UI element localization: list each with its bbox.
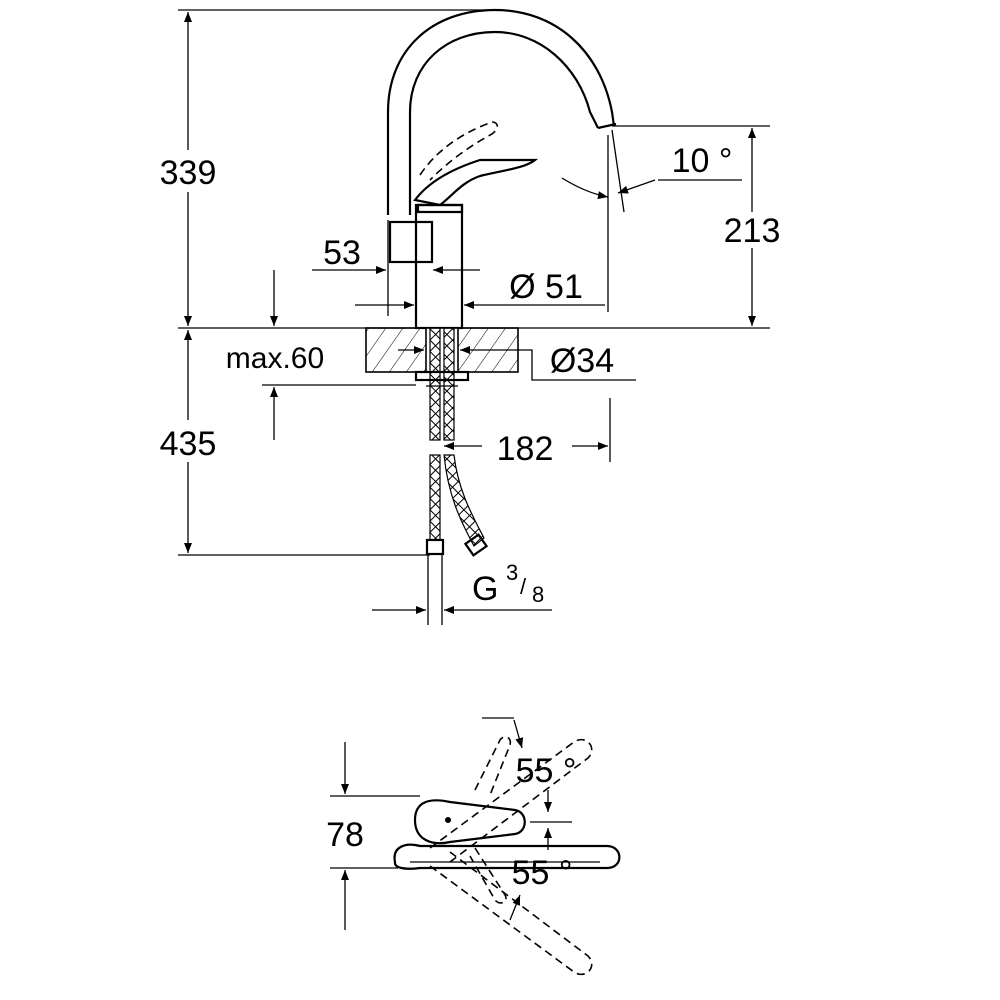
faucet-body — [414, 203, 464, 330]
lever-raised-top — [474, 736, 512, 796]
dim-spout-reach: 182 — [497, 430, 554, 468]
spout-outlet — [597, 122, 617, 130]
dim-total-height: 339 — [160, 154, 217, 192]
lever-top-view — [413, 799, 526, 845]
lever-housing — [388, 220, 434, 264]
dim-spout-angle: 10 ° — [672, 142, 733, 180]
hose-fitting-right — [463, 533, 489, 557]
dim-lever-offset: 53 — [323, 234, 361, 272]
dim-lever-depth: 78 — [326, 816, 364, 854]
thread-fraction-slash: / — [520, 574, 527, 599]
dim-spout-height: 213 — [724, 212, 781, 250]
dim-rotation-down: 55 ° — [512, 854, 573, 892]
dim-rotation-up: 55 ° — [516, 752, 577, 790]
dim-hole-diameter: Ø34 — [550, 342, 614, 380]
dim-max-deck-thickness: max.60 — [226, 342, 324, 375]
supply-hose-right-lower — [443, 454, 485, 547]
dim-body-diameter: Ø 51 — [509, 268, 583, 306]
spout-rotated-up — [429, 738, 593, 863]
lever-handle — [413, 158, 539, 207]
supply-hose-right-upper — [443, 327, 455, 441]
spout-gooseneck-inner — [408, 30, 599, 215]
dim-thread-numerator: 3 — [506, 560, 518, 585]
dim-hose-length: 435 — [160, 425, 217, 463]
dim-thread-denominator: 8 — [532, 582, 544, 607]
lever-lowered-top — [469, 847, 507, 904]
mounting-nut — [414, 370, 470, 382]
spout-gooseneck — [386, 8, 616, 215]
side-view: 339 213 10 ° 53 Ø 51 max.60 Ø34 — [160, 8, 781, 625]
dim-connection-thread: G — [472, 570, 498, 608]
lever-handle-raised — [419, 121, 499, 181]
top-view: 78 55 ° 55 ° — [326, 717, 621, 976]
spout-top-view — [393, 843, 621, 870]
supply-hose-left-lower — [429, 454, 441, 541]
hose-fitting-left — [425, 538, 445, 556]
spout-rotated-down — [429, 851, 593, 976]
supply-hose-left-upper — [429, 327, 441, 441]
